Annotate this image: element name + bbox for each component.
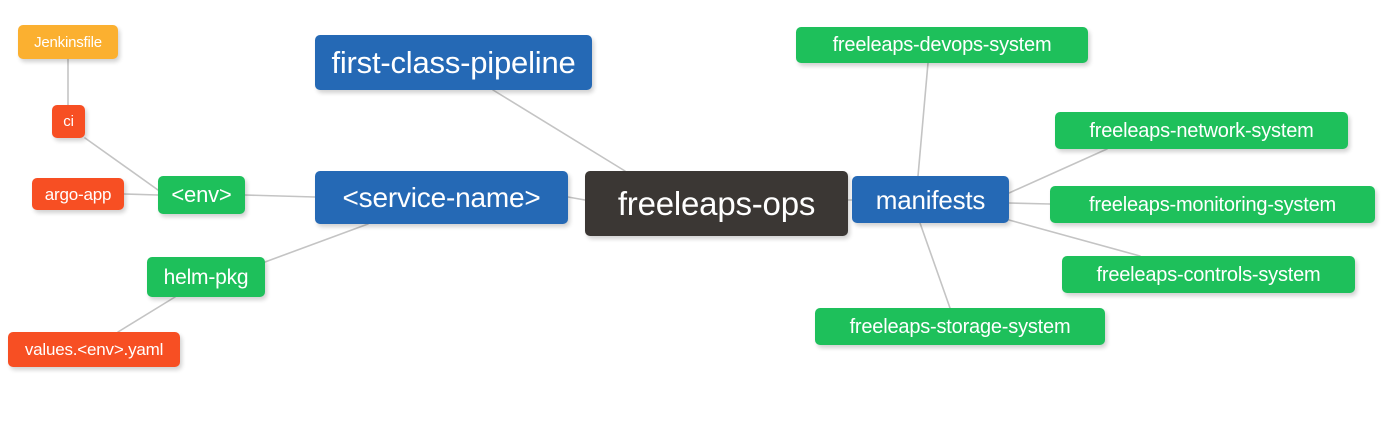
node-label-argo-app: argo-app <box>44 184 112 204</box>
edge-first-class-pipeline-to-freeleaps-ops <box>492 89 626 172</box>
edge-env-to-service-name <box>244 194 316 198</box>
edge-argo-app-to-env <box>123 193 159 196</box>
node-freeleaps-network-system[interactable]: freeleaps-network-system <box>1055 112 1348 149</box>
node-label-freeleaps-network-system: freeleaps-network-system <box>1089 119 1314 142</box>
edge-manifests-to-freeleaps-monitoring-system <box>1008 202 1051 205</box>
node-freeleaps-devops-system[interactable]: freeleaps-devops-system <box>796 27 1088 63</box>
edge-service-name-to-helm-pkg <box>264 223 369 263</box>
node-helm-pkg[interactable]: helm-pkg <box>147 257 265 297</box>
node-label-helm-pkg: helm-pkg <box>163 265 249 289</box>
node-first-class-pipeline[interactable]: first-class-pipeline <box>315 35 592 90</box>
edge-manifests-to-freeleaps-devops-system <box>917 62 929 177</box>
node-label-env: <env> <box>171 182 232 207</box>
node-label-freeleaps-storage-system: freeleaps-storage-system <box>849 315 1071 338</box>
node-manifests[interactable]: manifests <box>852 176 1009 223</box>
edge-manifests-to-freeleaps-controls-system <box>1008 219 1141 257</box>
node-values-yaml[interactable]: values.<env>.yaml <box>8 332 180 367</box>
node-label-ci: ci <box>63 113 74 130</box>
node-argo-app[interactable]: argo-app <box>32 178 124 210</box>
node-label-manifests: manifests <box>875 184 986 215</box>
node-label-freeleaps-ops: freeleaps-ops <box>617 185 816 222</box>
node-freeleaps-controls-system[interactable]: freeleaps-controls-system <box>1062 256 1355 293</box>
node-freeleaps-monitoring-system[interactable]: freeleaps-monitoring-system <box>1050 186 1375 223</box>
edge-helm-pkg-to-values-yaml <box>117 296 176 333</box>
node-freeleaps-storage-system[interactable]: freeleaps-storage-system <box>815 308 1105 345</box>
node-label-first-class-pipeline: first-class-pipeline <box>331 45 576 80</box>
node-label-jenkinsfile: Jenkinsfile <box>34 33 102 51</box>
edge-manifests-to-freeleaps-storage-system <box>919 222 951 309</box>
node-freeleaps-ops[interactable]: freeleaps-ops <box>585 171 848 236</box>
node-label-values-yaml: values.<env>.yaml <box>24 340 164 359</box>
node-label-freeleaps-controls-system: freeleaps-controls-system <box>1096 263 1321 286</box>
node-service-name[interactable]: <service-name> <box>315 171 568 224</box>
node-label-freeleaps-devops-system: freeleaps-devops-system <box>832 34 1052 56</box>
node-label-service-name: <service-name> <box>342 181 541 213</box>
node-label-freeleaps-monitoring-system: freeleaps-monitoring-system <box>1089 193 1336 216</box>
edge-service-name-to-freeleaps-ops <box>567 196 586 201</box>
node-ci[interactable]: ci <box>52 105 85 138</box>
node-jenkinsfile[interactable]: Jenkinsfile <box>18 25 118 59</box>
node-env[interactable]: <env> <box>158 176 245 214</box>
